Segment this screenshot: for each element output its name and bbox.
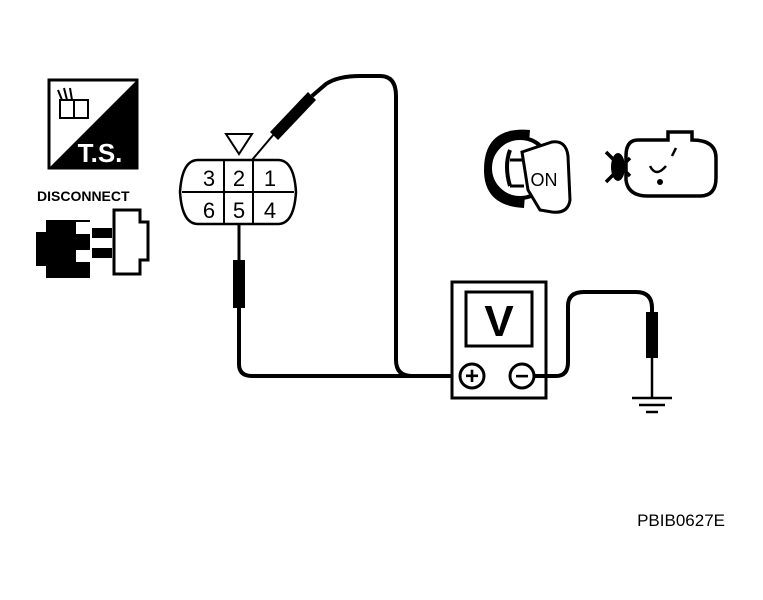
connector-mini-icon — [57, 87, 89, 119]
six-pin-connector: 3 2 1 6 5 4 — [178, 133, 298, 226]
disconnect-icon: DISCONNECT — [36, 188, 150, 278]
ground-icon — [632, 396, 672, 414]
positive-terminal — [458, 362, 486, 390]
probe-lead-pin5 — [233, 224, 462, 378]
ts-icon: T.S. — [47, 78, 139, 170]
ts-label: T.S. — [78, 138, 123, 168]
negative-terminal-label: − — [515, 363, 529, 390]
probe-lead-negative — [534, 290, 658, 398]
pin-label: 1 — [264, 166, 276, 191]
pin-label: 5 — [233, 198, 245, 223]
figure-code: PBIB0627E — [637, 511, 725, 530]
voltmeter-display: V — [484, 297, 514, 346]
ignition-on-label: ON — [531, 170, 558, 190]
connector-key-mark — [224, 133, 254, 156]
probe-lead-positive — [251, 74, 462, 378]
pin-label: 2 — [233, 166, 245, 191]
voltmeter: V + − — [450, 280, 548, 400]
pin-label: 4 — [264, 198, 276, 223]
positive-terminal-label: + — [465, 363, 479, 390]
disconnect-label: DISCONNECT — [37, 188, 130, 204]
engine-icon — [604, 130, 718, 198]
pin-label: 3 — [203, 166, 215, 191]
pin-label: 6 — [203, 198, 215, 223]
ignition-key-icon: ON — [484, 129, 572, 214]
